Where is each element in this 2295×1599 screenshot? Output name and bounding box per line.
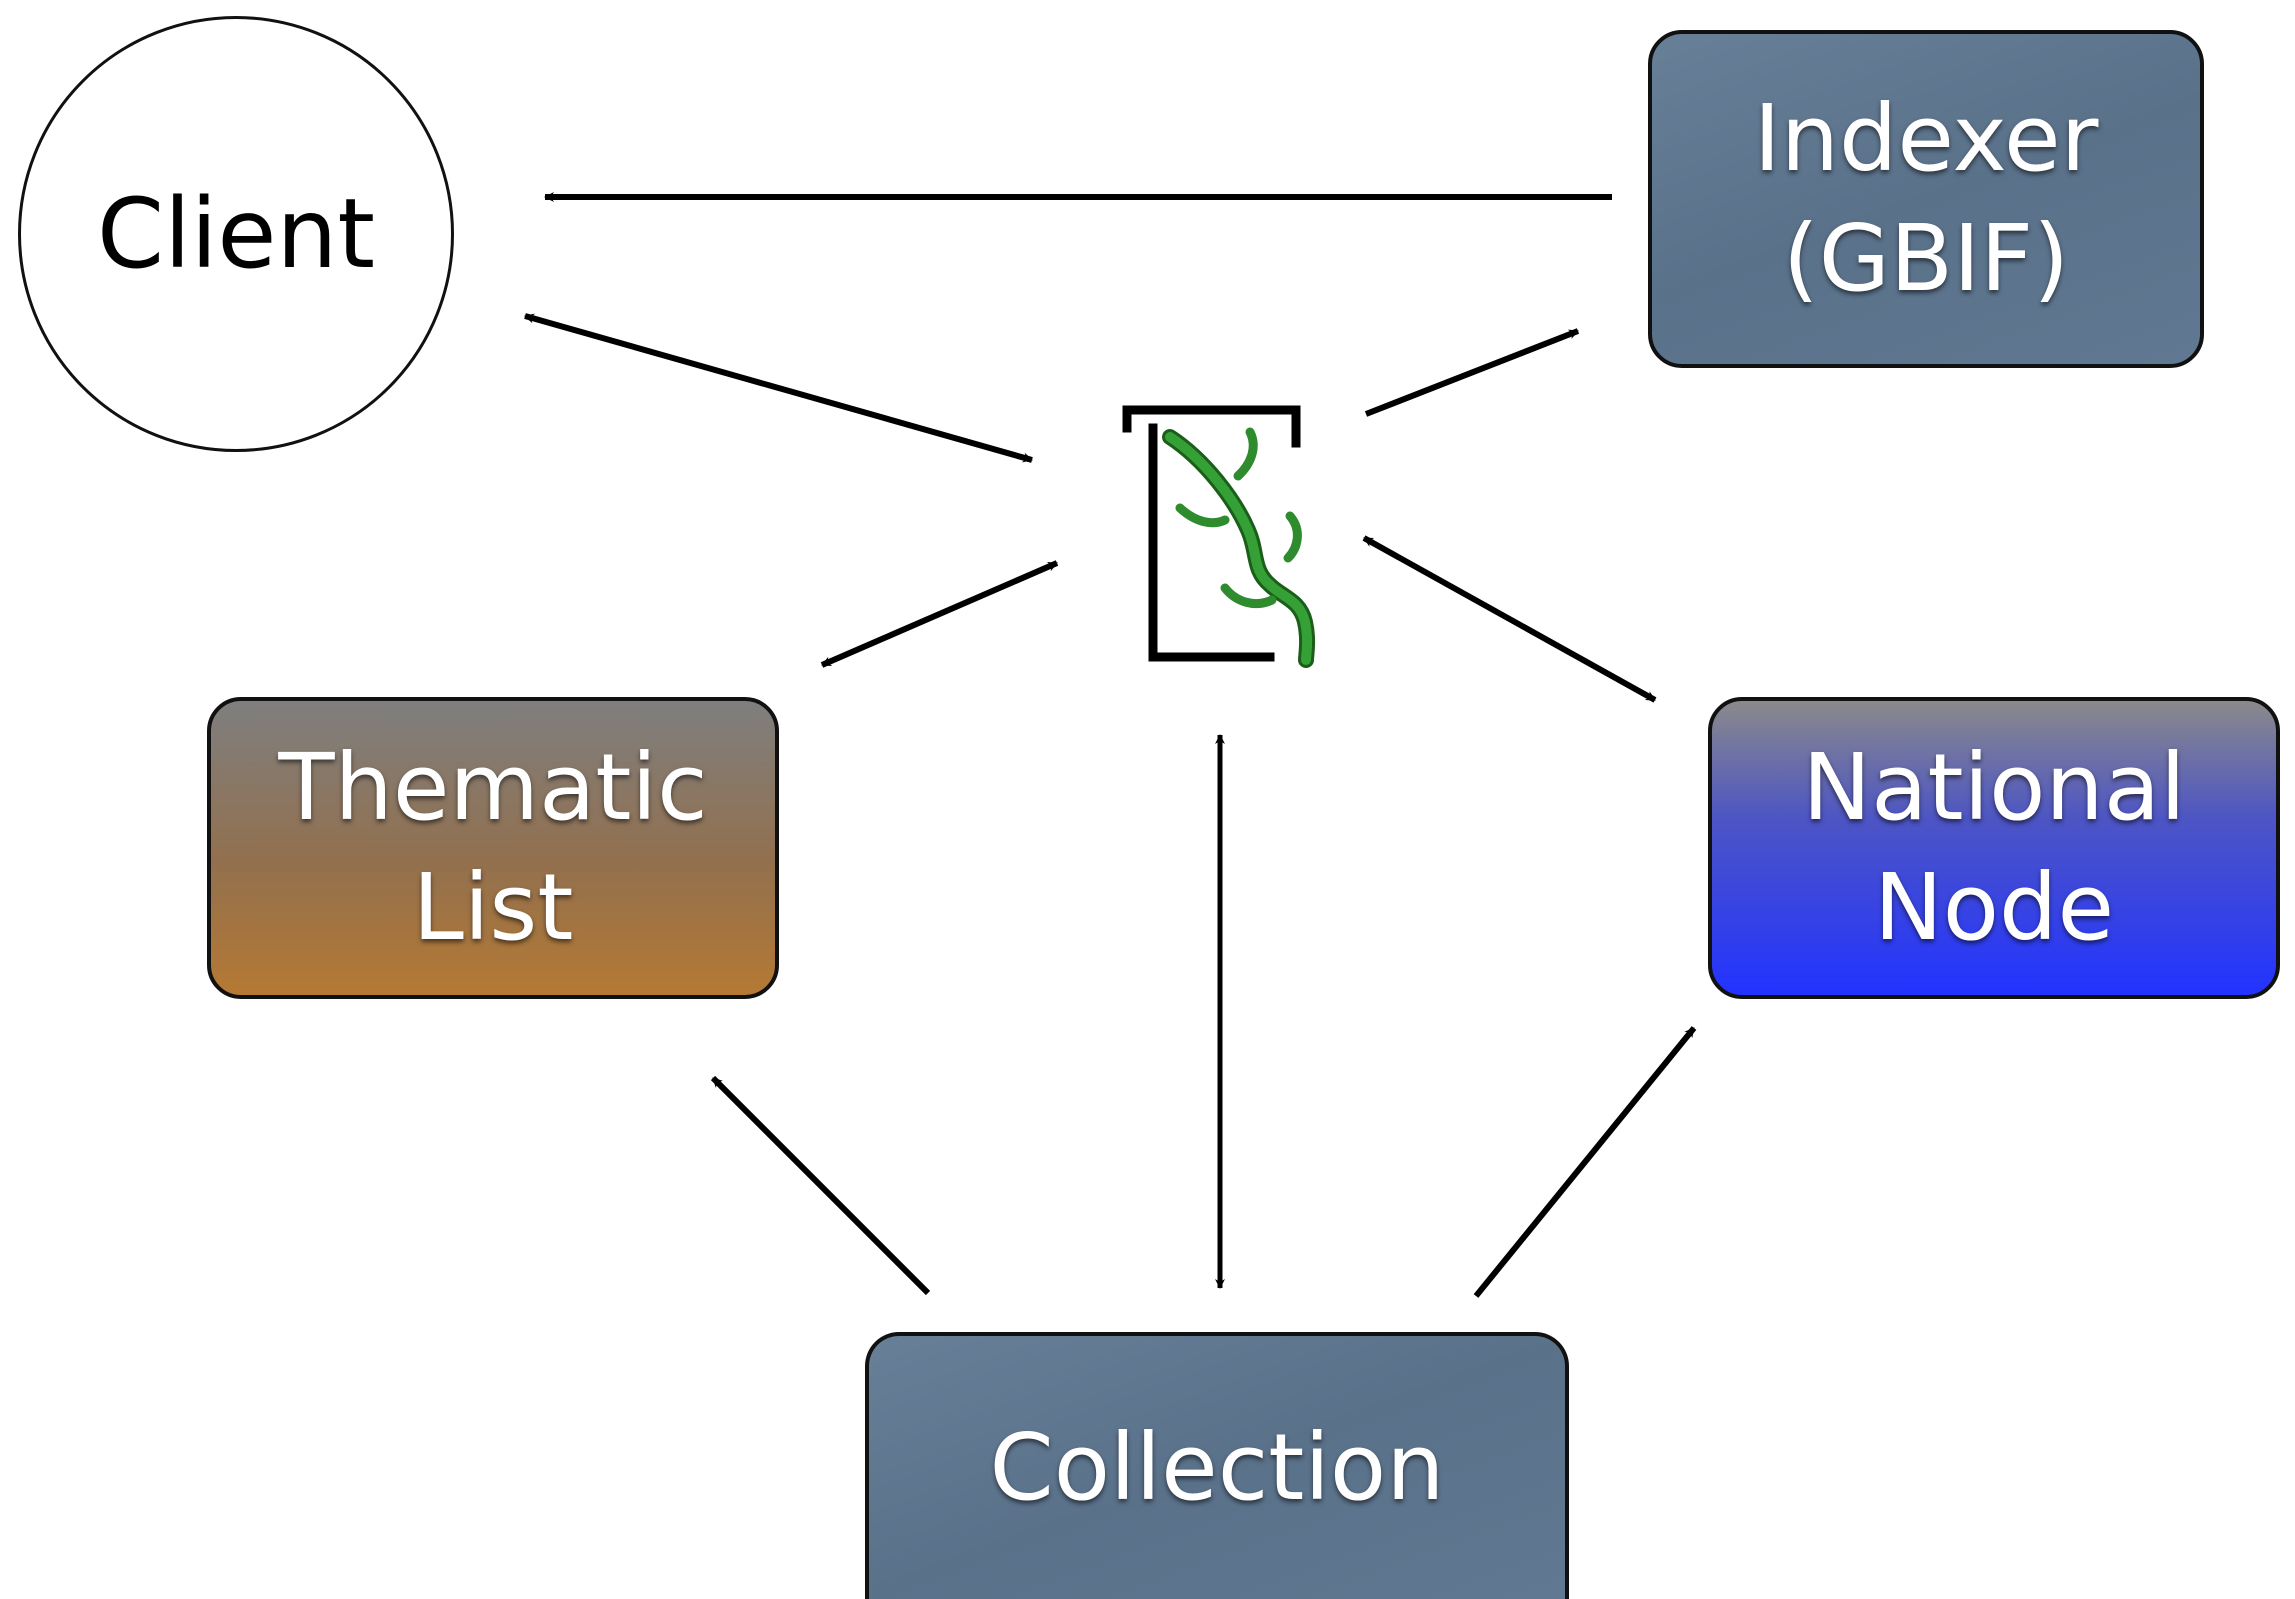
thematic-label-line1: Thematic [278,734,708,842]
arrow-hub-thematic [820,560,1059,668]
arrow-hub-national [1362,535,1657,703]
arrow-collection-to-thematic [710,1075,931,1296]
thematic-label-line2: List [412,854,574,961]
arrow-client-hub [524,313,1033,463]
arrow-hub-to-indexer [1364,328,1580,417]
indexer-label-line1: Indexer [1753,85,2099,193]
indexer-node: Indexer (GBIF) [1648,30,2204,368]
plant-branch-logo-icon [1122,405,1316,668]
collection-node: Collection [865,1332,1569,1599]
collection-label: Collection [989,1413,1445,1521]
indexer-label-line2: (GBIF) [1782,205,2070,312]
national-label-line1: National [1802,734,2186,842]
arrow-collection-to-national [1473,1026,1697,1298]
thematic-list-node: Thematic List [207,697,779,999]
client-label: Client [97,177,375,290]
national-node: National Node [1708,697,2280,999]
national-label-line2: Node [1873,854,2115,961]
client-node: Client [18,16,454,452]
